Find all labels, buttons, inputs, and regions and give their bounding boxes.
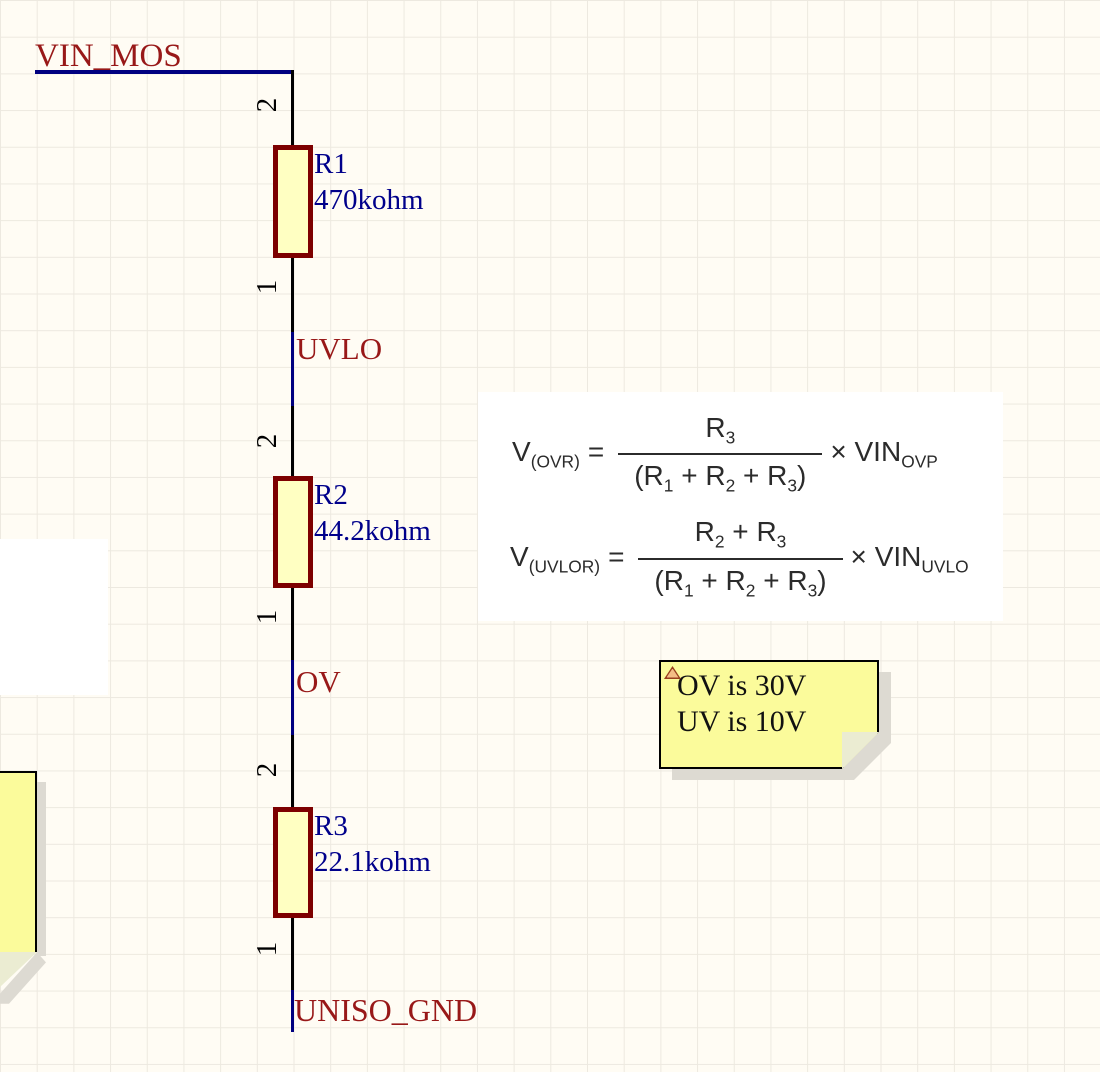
formula-ovr-rhs: × VINOVP	[830, 435, 938, 472]
pin-wire-r3-top[interactable]	[291, 735, 294, 809]
resistor-r1-designator[interactable]: R1	[314, 148, 348, 180]
net-label-ov[interactable]: OV	[296, 664, 341, 699]
note-line-uv: UV is 10V	[677, 705, 807, 738]
net-label-uvlo[interactable]: UVLO	[296, 331, 383, 366]
resistor-r3-pin2-number: 2	[250, 762, 283, 778]
resistor-r2-value[interactable]: 44.2kohm	[314, 515, 431, 547]
formula-ovr-lhs: V(OVR)=	[512, 435, 605, 472]
resistor-r3-value[interactable]: 22.1kohm	[314, 846, 431, 878]
formula-ovr: V(OVR)= R3 (R1 + R2 + R3) × VINOVP	[492, 412, 989, 497]
pin-wire-r3-bottom[interactable]	[291, 916, 294, 990]
formula-ovr-fraction: R3 (R1 + R2 + R3)	[618, 412, 823, 497]
wire-uvlo-net[interactable]	[291, 332, 294, 406]
pin-wire-r2-bottom[interactable]	[291, 586, 294, 660]
resistor-r1-pin2-number: 2	[250, 97, 283, 113]
resistor-r2-pin1-number: 1	[250, 609, 283, 625]
resistor-r1-body[interactable]	[273, 145, 313, 258]
wire-vin-mos-horizontal[interactable]	[35, 70, 294, 74]
resistor-r1-value[interactable]: 470kohm	[314, 184, 424, 216]
resistor-r1-pin1-number: 1	[250, 279, 283, 295]
resistor-r2-designator[interactable]: R2	[314, 479, 348, 511]
partial-text-box[interactable]: RDSON value.	[0, 539, 108, 695]
resistor-r3-body[interactable]	[273, 807, 313, 918]
resistor-r3-designator[interactable]: R3	[314, 810, 348, 842]
formula-image-panel[interactable]: V(OVR)= R3 (R1 + R2 + R3) × VINOVP V(UVL…	[478, 392, 1003, 621]
partial-sticky-note[interactable]	[0, 771, 37, 952]
resistor-r3-pin1-number: 1	[250, 941, 283, 957]
pin-wire-r1-bottom[interactable]	[291, 256, 294, 332]
resistor-r2-pin2-number: 2	[250, 433, 283, 449]
formula-uvlor-fraction: R2 + R3 (R1 + R2 + R3)	[638, 516, 843, 601]
partial-note-shadow	[37, 782, 46, 956]
pin-wire-r1-top[interactable]	[291, 70, 294, 148]
formula-uvlor-lhs: V(UVLOR)=	[510, 540, 625, 577]
net-label-vin-mos[interactable]: VIN_MOS	[35, 38, 182, 74]
formula-uvlor: V(UVLOR)= R2 + R3 (R1 + R2 + R3) × VINUV…	[492, 516, 989, 601]
wire-ov-net[interactable]	[291, 660, 294, 735]
sticky-note-ov-uv[interactable]: OV is 30V UV is 10V	[659, 660, 879, 769]
wire-uniso-gnd-net[interactable]	[291, 990, 294, 1032]
formula-uvlor-rhs: × VINUVLO	[850, 540, 969, 577]
net-label-uniso-gnd[interactable]: UNISO_GND	[294, 992, 478, 1028]
resistor-r2-body[interactable]	[273, 476, 313, 588]
note-line-ov: OV is 30V	[677, 669, 807, 702]
pin-wire-r2-top[interactable]	[291, 406, 294, 478]
